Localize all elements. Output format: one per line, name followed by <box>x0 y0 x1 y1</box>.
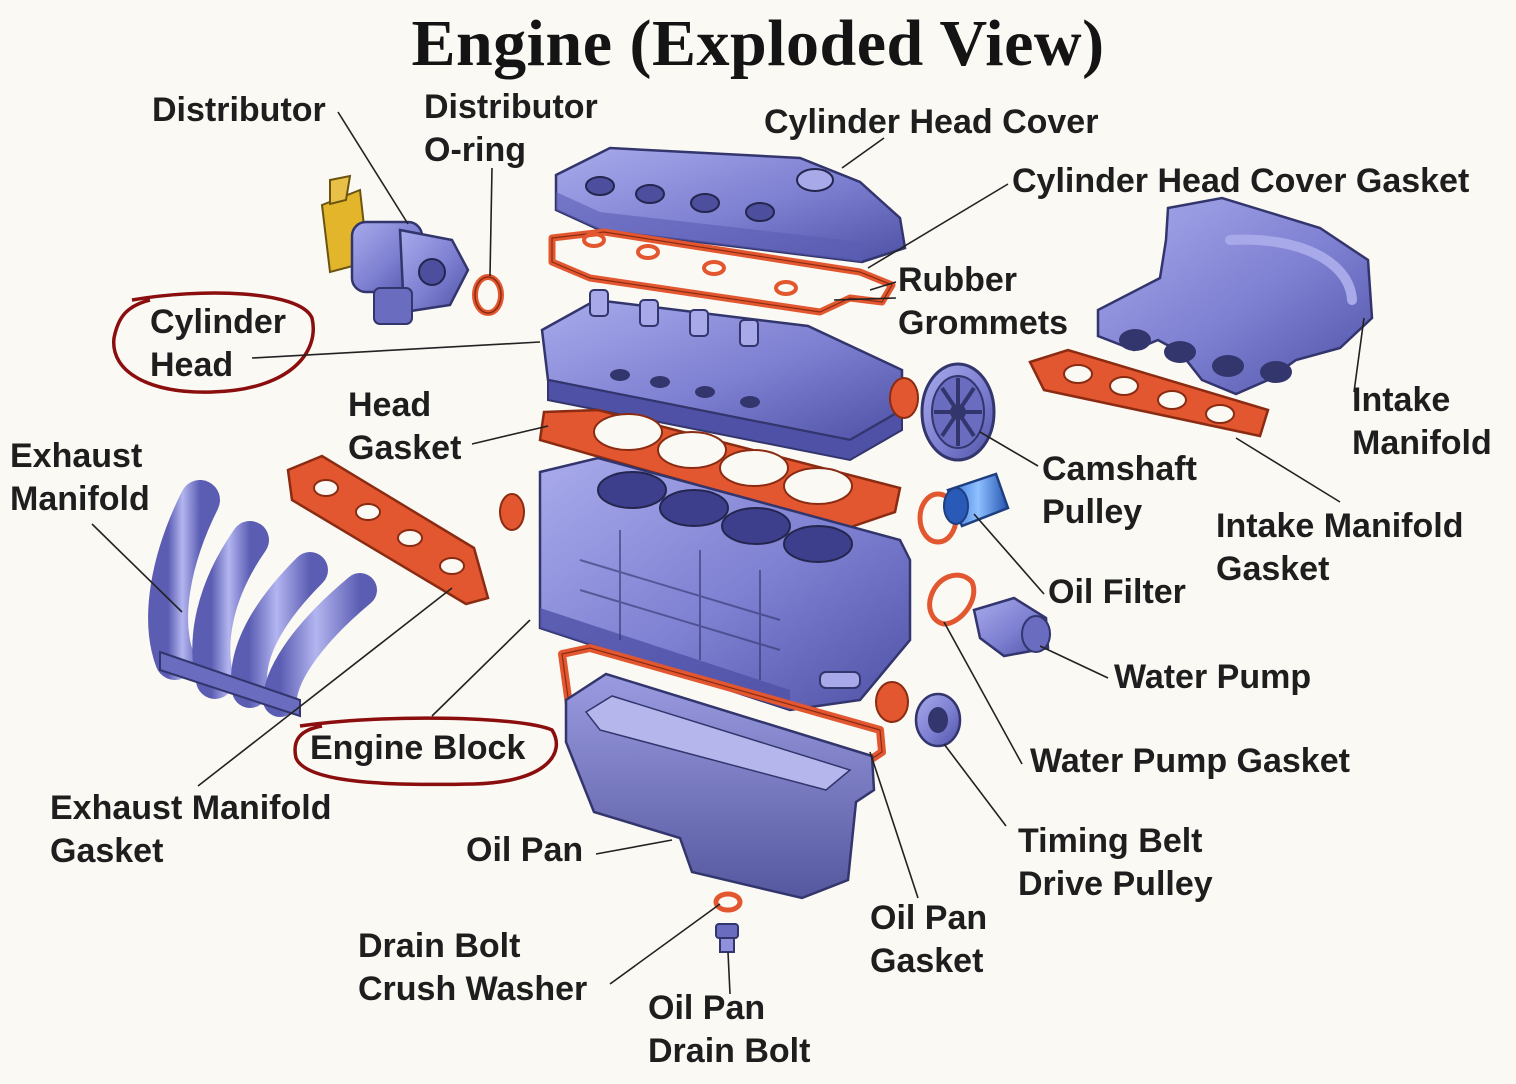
water-pump-gasket-part <box>927 572 977 627</box>
oil-pan-part <box>564 672 876 900</box>
leader-cylinder-head-cover <box>841 137 885 169</box>
label-engine-block: Engine Block <box>310 729 526 767</box>
leader-cylinder-head <box>251 341 541 359</box>
leader-exhaust-manifold <box>91 523 183 613</box>
oil-pan-drain-bolt-part <box>715 923 739 953</box>
label-camshaft-pulley: Camshaft Pulley <box>1042 450 1197 531</box>
leader-cylinder-head-cover-gasket <box>867 183 1009 269</box>
leader-distributor <box>337 111 409 225</box>
cylinder-head-cover-part <box>554 146 907 264</box>
leader-exhaust-manifold-gasket <box>197 587 453 787</box>
leader-drain-bolt-crush-washer <box>609 903 721 985</box>
label-timing-belt-drive-pulley: Timing Belt Drive Pulley <box>1018 822 1213 903</box>
cylinder-head-cover-gasket-part <box>548 228 896 316</box>
label-water-pump: Water Pump <box>1114 658 1312 696</box>
label-exhaust-manifold: Exhaust Manifold <box>10 437 150 518</box>
leader-oil-pan-gasket <box>869 751 919 899</box>
exhaust-manifold-gasket-part <box>286 454 490 606</box>
leader-camshaft-pulley <box>979 431 1039 467</box>
exhaust-manifold-part <box>148 480 377 718</box>
label-oil-pan-gasket: Oil Pan Gasket <box>870 899 988 980</box>
leader-intake-manifold <box>1353 317 1365 393</box>
label-cylinder-head: Cylinder Head <box>150 303 287 384</box>
label-distributor: Distributor <box>152 91 326 129</box>
head-gasket-part <box>538 408 902 530</box>
label-intake-manifold-gasket: Intake Manifold Gasket <box>1216 507 1464 588</box>
label-water-pump-gasket: Water Pump Gasket <box>1030 742 1350 780</box>
label-cylinder-head-cover-gasket: Cylinder Head Cover Gasket <box>1012 162 1470 200</box>
engine-block-highlight <box>293 716 558 787</box>
leader-water-pump-gasket <box>943 621 1023 765</box>
label-cylinder-head-cover: Cylinder Head Cover <box>764 103 1099 141</box>
leader-intake-manifold-gasket <box>1235 437 1341 503</box>
label-oil-pan: Oil Pan <box>466 831 584 869</box>
distributor-oring-part <box>472 274 504 316</box>
cylinder-head-highlight <box>112 291 315 394</box>
water-pump-part <box>972 596 1051 658</box>
label-oil-pan-drain-bolt: Oil Pan Drain Bolt <box>648 989 811 1070</box>
leader-water-pump <box>1039 645 1109 679</box>
leader-distributor-oring <box>489 167 493 277</box>
label-head-gasket: Head Gasket <box>348 386 462 467</box>
label-intake-manifold: Intake Manifold <box>1352 381 1492 462</box>
intake-manifold-gasket-part <box>1028 348 1270 438</box>
intake-manifold-part <box>1096 196 1374 396</box>
leader-oil-pan-drain-bolt <box>727 951 731 995</box>
highlight-circles <box>112 291 558 787</box>
label-drain-bolt-crush-washer: Drain Bolt Crush Washer <box>358 927 588 1008</box>
timing-belt-drive-pulley-part <box>875 681 962 748</box>
label-distributor-oring: Distributor O-ring <box>424 88 598 169</box>
drain-bolt-crush-washer-part <box>713 891 743 913</box>
distributor-part <box>320 174 470 325</box>
label-oil-filter: Oil Filter <box>1048 573 1186 611</box>
leader-oil-pan <box>595 839 673 855</box>
oil-filter-part <box>917 472 1010 545</box>
leader-lines <box>91 111 1365 995</box>
leader-timing-belt-drive-pulley <box>943 743 1007 827</box>
leader-engine-block <box>431 619 531 717</box>
cylinder-head-part <box>540 289 919 462</box>
diagram-title: Engine (Exploded View) <box>411 7 1105 80</box>
leader-oil-filter <box>973 513 1045 595</box>
leader-rubber-grommets <box>833 281 897 301</box>
label-rubber-grommets: Rubber Grommets <box>898 261 1069 342</box>
camshaft-pulley-part <box>920 362 996 462</box>
leader-head-gasket <box>471 425 549 445</box>
label-exhaust-manifold-gasket: Exhaust Manifold Gasket <box>50 789 332 870</box>
